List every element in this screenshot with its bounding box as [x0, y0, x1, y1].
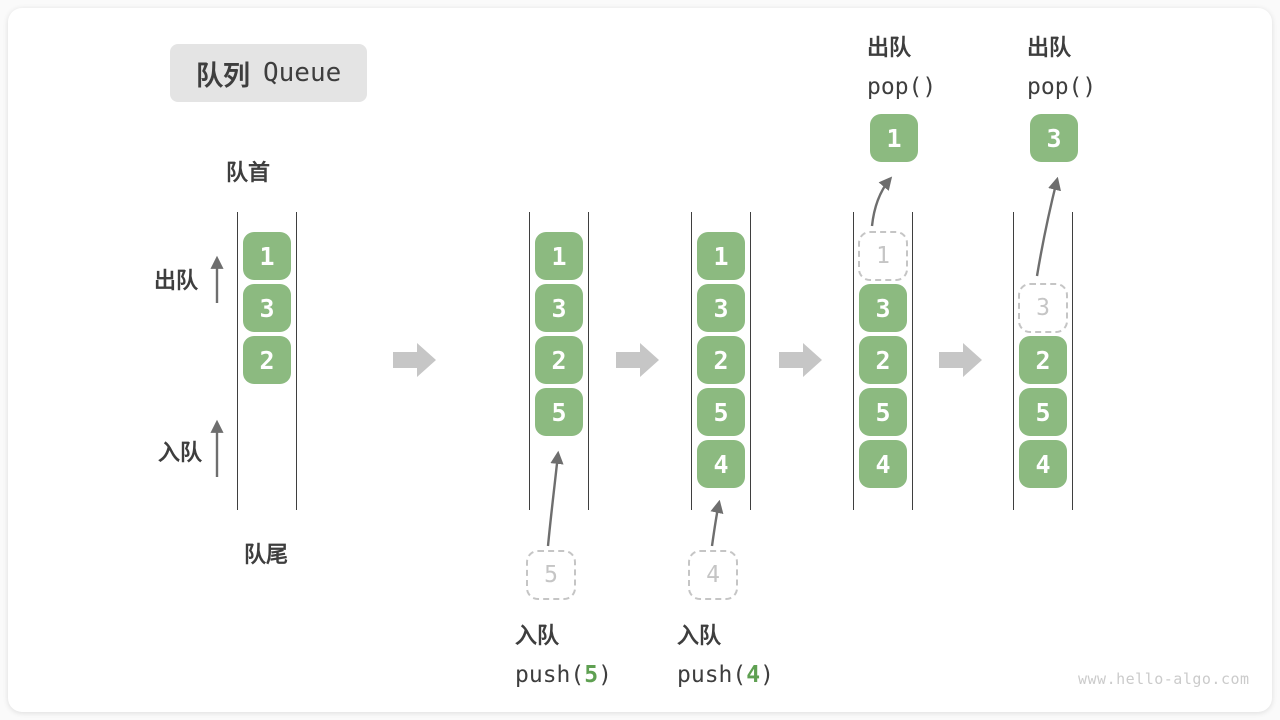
- enqueue-annotation: 入队 push(5): [515, 618, 612, 688]
- watermark: www.hello-algo.com: [1078, 670, 1250, 688]
- title-box: 队列 Queue: [170, 44, 368, 102]
- queue-cell-solid: 2: [535, 336, 583, 384]
- queue-cell-solid: 4: [859, 440, 907, 488]
- queue-column: [691, 212, 751, 510]
- ghost-cell-below: 4: [688, 550, 738, 600]
- dequeue-annotation: 出队 pop(): [867, 30, 936, 100]
- dequeue-annotation-zh: 出队: [867, 35, 912, 60]
- queue-cell-solid: 2: [697, 336, 745, 384]
- enqueue-side-label: 入队: [157, 440, 202, 465]
- queue-column: [237, 212, 297, 510]
- queue-cell-solid: 4: [1019, 440, 1067, 488]
- diagram-card: [8, 8, 1272, 712]
- queue-cell-solid: 3: [535, 284, 583, 332]
- enqueue-annotation-code: push(5): [515, 662, 612, 688]
- queue-cell-solid: 1: [697, 232, 745, 280]
- queue-cell-ghost: 3: [1018, 283, 1068, 333]
- queue-column: [1013, 212, 1073, 510]
- title-zh: 队列: [196, 60, 250, 91]
- popped-cell: 3: [1030, 114, 1078, 162]
- queue-column: [853, 212, 913, 510]
- queue-column: [529, 212, 589, 510]
- queue-cell-solid: 2: [243, 336, 291, 384]
- title-en: Queue: [263, 58, 342, 88]
- queue-cell-solid: 2: [1019, 336, 1067, 384]
- queue-cell-solid: 3: [859, 284, 907, 332]
- front-label: 队首: [225, 160, 270, 185]
- code-arg: 5: [584, 662, 599, 688]
- code-pre: push(: [677, 662, 747, 688]
- enqueue-annotation-code: push(4): [677, 662, 774, 688]
- queue-cell-solid: 3: [243, 284, 291, 332]
- rear-label: 队尾: [243, 542, 288, 567]
- code-post: ): [760, 662, 774, 688]
- dequeue-annotation-zh: 出队: [1027, 35, 1072, 60]
- dequeue-annotation-code: pop(): [867, 74, 937, 100]
- queue-cell-solid: 1: [243, 232, 291, 280]
- dequeue-side-label: 出队: [153, 268, 198, 293]
- dequeue-annotation-code: pop(): [1027, 74, 1097, 100]
- code-arg: 4: [746, 662, 761, 688]
- popped-cell: 1: [870, 114, 918, 162]
- ghost-cell-below: 5: [526, 550, 576, 600]
- queue-cell-solid: 4: [697, 440, 745, 488]
- enqueue-annotation-zh: 入队: [677, 623, 722, 648]
- queue-cell-solid: 1: [535, 232, 583, 280]
- queue-cell-solid: 5: [859, 388, 907, 436]
- queue-cell-solid: 3: [697, 284, 745, 332]
- queue-cell-solid: 5: [535, 388, 583, 436]
- enqueue-annotation: 入队 push(4): [677, 618, 774, 688]
- enqueue-annotation-zh: 入队: [515, 623, 560, 648]
- dequeue-annotation: 出队 pop(): [1027, 30, 1096, 100]
- queue-cell-solid: 5: [697, 388, 745, 436]
- code-post: ): [598, 662, 612, 688]
- queue-cell-ghost: 1: [858, 231, 908, 281]
- queue-cell-solid: 2: [859, 336, 907, 384]
- queue-cell-solid: 5: [1019, 388, 1067, 436]
- code-pre: push(: [515, 662, 585, 688]
